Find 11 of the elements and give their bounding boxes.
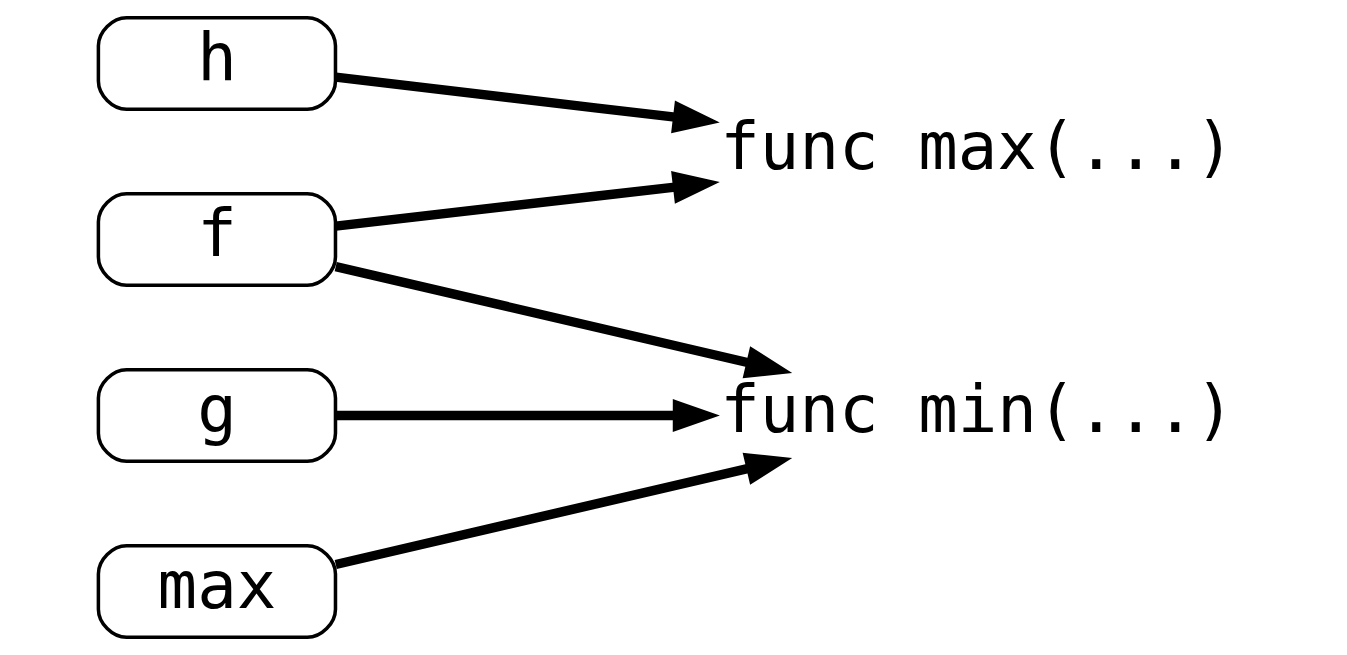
arrow: [335, 170, 720, 231]
node-box: max: [96, 544, 338, 640]
arrow: [334, 262, 793, 379]
arrow: [335, 399, 720, 432]
node-text: func min(...): [720, 370, 1235, 447]
node-text: func max(...): [720, 107, 1235, 184]
node-box: g: [96, 368, 338, 464]
arrow: [335, 72, 720, 134]
node-box: h: [96, 15, 338, 111]
arrow: [334, 452, 793, 570]
node-box: f: [96, 191, 338, 287]
